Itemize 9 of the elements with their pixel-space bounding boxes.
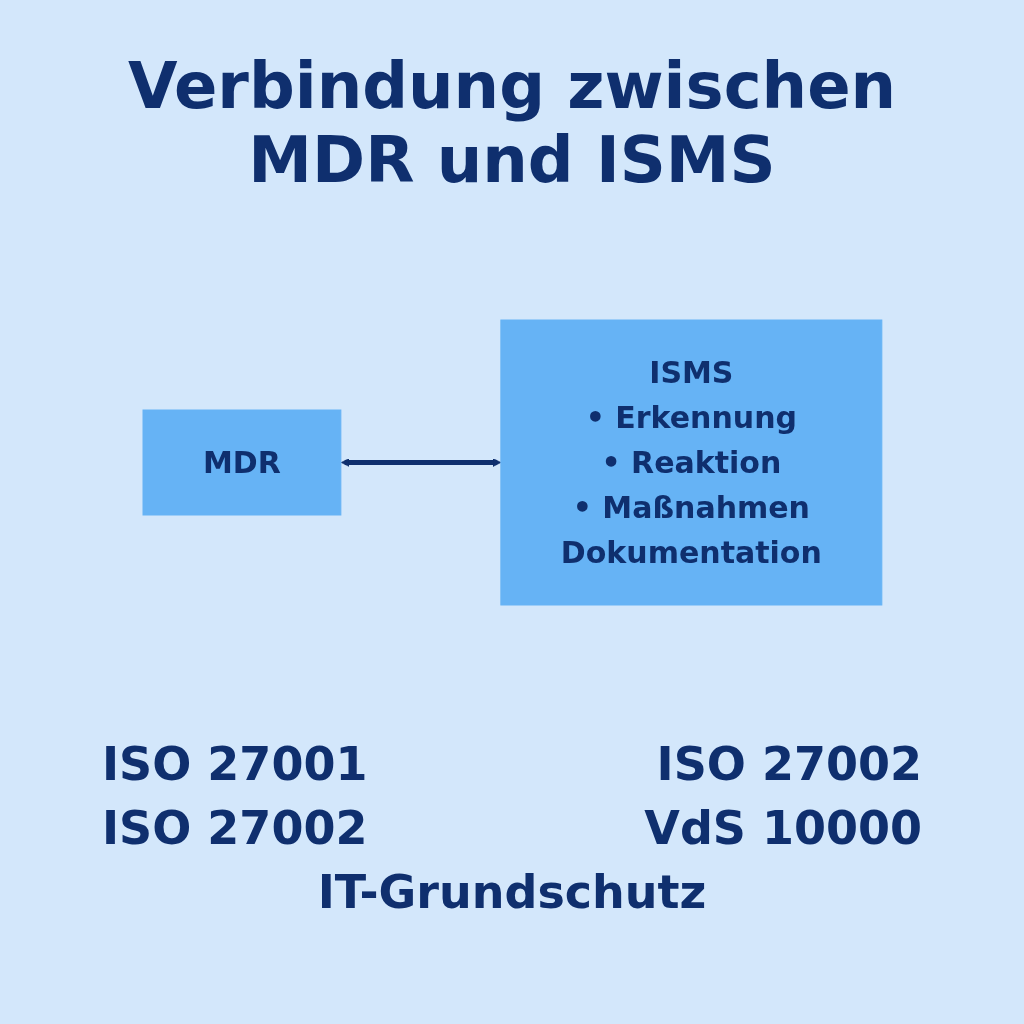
standard-label: IT-Grundschutz [317, 865, 707, 920]
arrow [340, 457, 501, 467]
standard-label: ISO 27001 [102, 737, 368, 792]
standard-label: ISO 27002 [656, 737, 922, 792]
standard-label: VdS 10000 [644, 801, 922, 856]
title: Verbindung zwischen MDR und ISMS [126, 50, 898, 198]
node-box: ISMS • Erkennung • Reaktion • Maßnahmen Dokumentation [499, 319, 882, 606]
node-box: MDR [142, 409, 341, 516]
standard-label: ISO 27002 [102, 801, 368, 856]
